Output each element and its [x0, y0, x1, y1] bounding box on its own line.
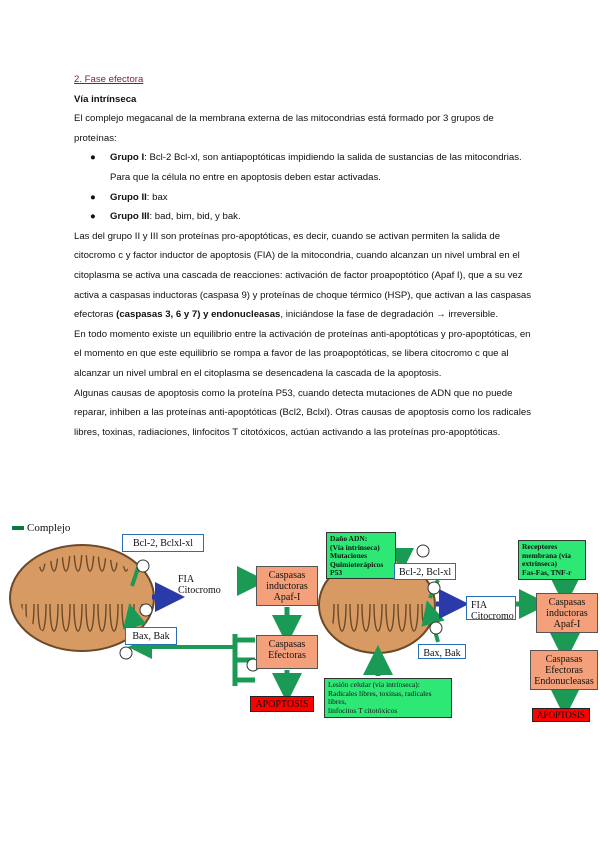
bcl-box-left: Bcl-2, Bclxl-xl — [122, 534, 204, 552]
bullet-icon: ● — [90, 152, 96, 164]
arrow-bcl-to-mito — [130, 561, 142, 587]
list-item: ●Grupo I: Bcl-2 Bcl-xl, son antiapoptóti… — [74, 148, 536, 187]
dano-adn-box: Daño ADN: (Vía intrínseca) Mutaciones Qu… — [326, 532, 396, 579]
paragraph-1: Las del grupo II y III son proteínas pro… — [74, 230, 532, 321]
lesion-celular-box: Lesión celular (vía intrínseca): Radical… — [324, 678, 452, 718]
paragraph-3: Algunas causas de apoptosis como la prot… — [74, 387, 532, 438]
minus-sign-right-2 — [427, 581, 441, 595]
bullet-icon: ● — [90, 211, 96, 223]
legend-swatch — [12, 526, 24, 531]
caspasas-efectoras-right: Caspasas Efectoras Endonucleasas — [530, 650, 598, 690]
arrow-bcl-right-to-mito — [428, 579, 440, 599]
bcl-box-right: Bcl-2, Bcl-xl — [394, 563, 456, 580]
fia-box-right: FIA Citocromo — [466, 596, 516, 622]
bax-box-left: Bax, Bak — [125, 627, 177, 645]
bax-box-right: Bax, Bak — [418, 644, 466, 659]
receptores-box: Receptores membrana (vía extrínseca) Fas… — [518, 540, 586, 580]
intro-paragraph: El complejo megacanal de la membrana ext… — [74, 113, 494, 144]
fia-label-left: FIA Citocromo — [178, 574, 221, 596]
paragraph-2: En todo momento existe un equilibrio ent… — [74, 328, 531, 379]
arrow-bax-right-to-mito — [421, 600, 445, 643]
bullet-icon: ● — [90, 191, 96, 203]
text-body: 2. Fase efectora Vía intrínseca El compl… — [74, 70, 536, 442]
caspasas-efectoras-left: Caspasas Efectoras — [256, 635, 318, 669]
minus-sign-left — [136, 559, 150, 573]
plus-sign-right — [429, 621, 443, 635]
section-title: 2. Fase efectora — [74, 74, 144, 85]
list-item: ●Grupo II: bax — [74, 188, 536, 208]
list-item: ●Grupo III: bad, bim, bid, y bak. — [74, 207, 536, 227]
apoptosis-box-right: APOPTOSIS — [532, 708, 590, 722]
subtitle: Vía intrínseca — [74, 93, 137, 105]
apoptosis-box-left: APOPTOSIS — [250, 696, 314, 712]
plus-sign-left — [139, 603, 153, 617]
efectoras-feedback-bracket — [232, 634, 255, 686]
caspasas-inductoras-left: Caspasas inductoras Apaf-I — [256, 566, 318, 606]
diagram-legend: Complejo — [12, 522, 70, 534]
minus-sign-right — [416, 544, 430, 558]
plus-sign-bax — [119, 646, 133, 660]
group-list: ●Grupo I: Bcl-2 Bcl-xl, son antiapoptóti… — [74, 148, 536, 226]
caspasas-inductoras-right: Caspasas inductoras Apaf-I — [536, 593, 598, 633]
